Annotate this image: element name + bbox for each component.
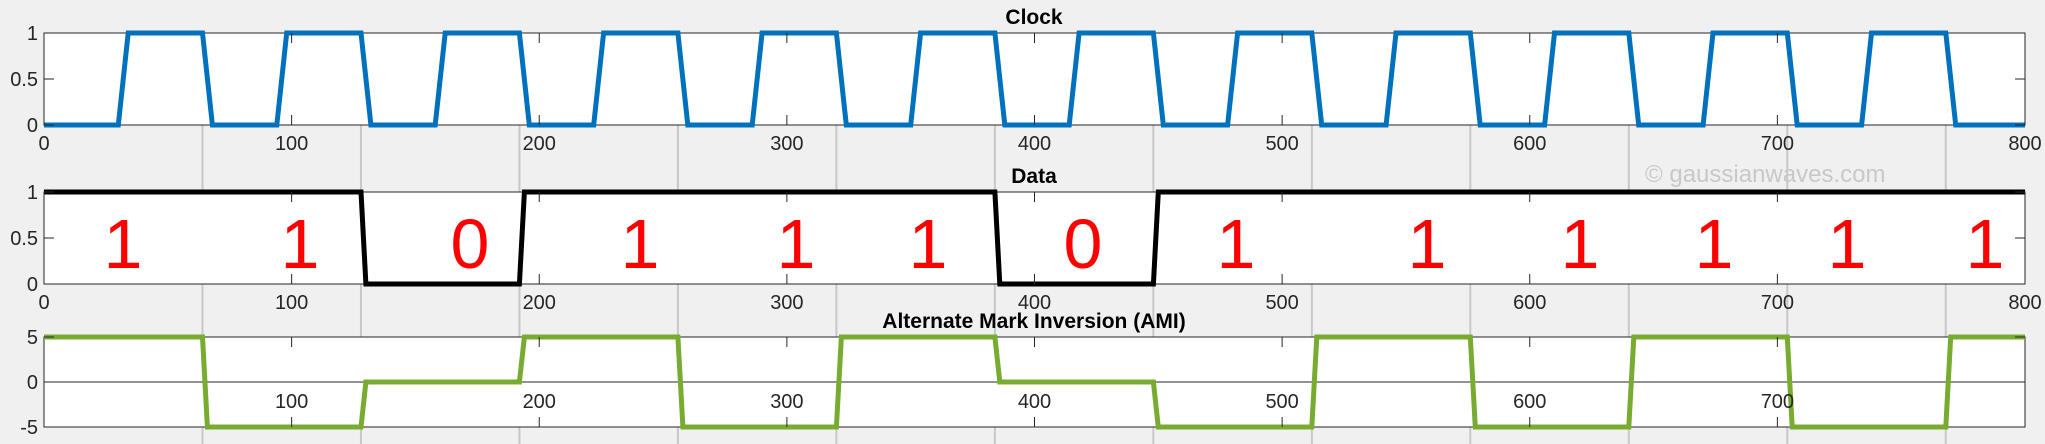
ami-x-tick-label: 100 xyxy=(275,391,308,413)
ami-title: Alternate Mark Inversion (AMI) xyxy=(882,310,1185,333)
ami-axes: 100 200 300 400 500 600 700 -5 0 5 Alternate Mar… xyxy=(20,310,2026,439)
data-series-line xyxy=(44,189,2025,287)
ami-x-tick-label: 300 xyxy=(770,391,803,413)
ami-y-tick-label: -5 xyxy=(20,417,38,439)
clock-x-tick-label: 600 xyxy=(1513,133,1546,155)
ami-series-line xyxy=(44,334,2025,430)
bit-label: 1 xyxy=(1695,205,1734,283)
ami-x-tick-label: 400 xyxy=(1018,391,1051,413)
data-x-tick-label: 700 xyxy=(1761,292,1794,314)
clock-x-tick-label: 400 xyxy=(1018,133,1051,155)
bit-label: 0 xyxy=(451,205,490,283)
bit-label: 0 xyxy=(1064,205,1103,283)
clock-series-line xyxy=(44,30,2025,128)
bit-label: 1 xyxy=(621,205,660,283)
clock-y-ticks: 00.51 xyxy=(10,23,2025,137)
clock-y-tick-label: 1 xyxy=(27,23,38,45)
bit-label: 1 xyxy=(1408,205,1447,283)
clock-x-tick-label: 500 xyxy=(1265,133,1298,155)
bit-label: 1 xyxy=(1217,205,1256,283)
clock-plot-area xyxy=(43,32,2026,126)
data-x-tick-label: 400 xyxy=(1018,292,1051,314)
clock-title: Clock xyxy=(1005,6,1063,29)
ami-x-tick-label: 700 xyxy=(1761,391,1794,413)
ami-x-tick-label: 600 xyxy=(1513,391,1546,413)
data-x-tick-label: 100 xyxy=(275,292,308,314)
ami-y-tick-label: 0 xyxy=(27,372,38,394)
data-x-tick-label: 300 xyxy=(770,292,803,314)
data-y-tick-label: 1 xyxy=(27,182,38,204)
data-plot-area xyxy=(43,191,2026,285)
data-y-tick-label: 0.5 xyxy=(10,228,38,250)
data-x-tick-label: 0 xyxy=(38,292,49,314)
clock-x-tick-label: 0 xyxy=(38,133,49,155)
ami-x-ticks: 100 200 300 400 500 600 700 xyxy=(275,337,1794,427)
clock-x-tick-label: 100 xyxy=(275,133,308,155)
ami-series-group xyxy=(44,334,2025,430)
clock-x-tick-label: 800 xyxy=(2008,133,2041,155)
bit-label: 1 xyxy=(1966,205,2005,283)
bit-label: 1 xyxy=(909,205,948,283)
data-bit-labels: 1 1 0 1 1 1 0 1 1 1 1 1 1 xyxy=(104,205,2005,283)
ami-x-tick-label: 500 xyxy=(1265,391,1298,413)
data-y-tick-label: 0 xyxy=(27,274,38,296)
bit-label: 1 xyxy=(777,205,816,283)
bit-label: 1 xyxy=(1561,205,1600,283)
data-x-tick-label: 500 xyxy=(1265,292,1298,314)
bit-label: 1 xyxy=(1828,205,1867,283)
data-series-group xyxy=(44,189,2025,287)
clock-x-tick-label: 700 xyxy=(1761,133,1794,155)
data-x-tick-label: 200 xyxy=(523,292,556,314)
clock-series-group xyxy=(44,30,2025,128)
clock-x-ticks: 0 100 200 300 400 500 600 700 800 xyxy=(38,33,2042,155)
ami-x-tick-label: 200 xyxy=(523,391,556,413)
data-y-ticks: 00.51 xyxy=(10,182,2025,296)
data-title: Data xyxy=(1011,165,1057,188)
ami-y-tick-label: 5 xyxy=(27,327,38,349)
clock-y-tick-label: 0 xyxy=(27,115,38,137)
clock-x-tick-label: 200 xyxy=(523,133,556,155)
clock-x-tick-label: 300 xyxy=(770,133,803,155)
data-x-tick-label: 600 xyxy=(1513,292,1546,314)
ami-y-ticks: -5 0 5 xyxy=(20,327,2025,439)
watermark: © gaussianwaves.com xyxy=(1645,161,1885,188)
bit-label: 1 xyxy=(281,205,320,283)
data-x-tick-label: 800 xyxy=(2008,292,2041,314)
clock-y-tick-label: 0.5 xyxy=(10,69,38,91)
bit-label: 1 xyxy=(104,205,143,283)
